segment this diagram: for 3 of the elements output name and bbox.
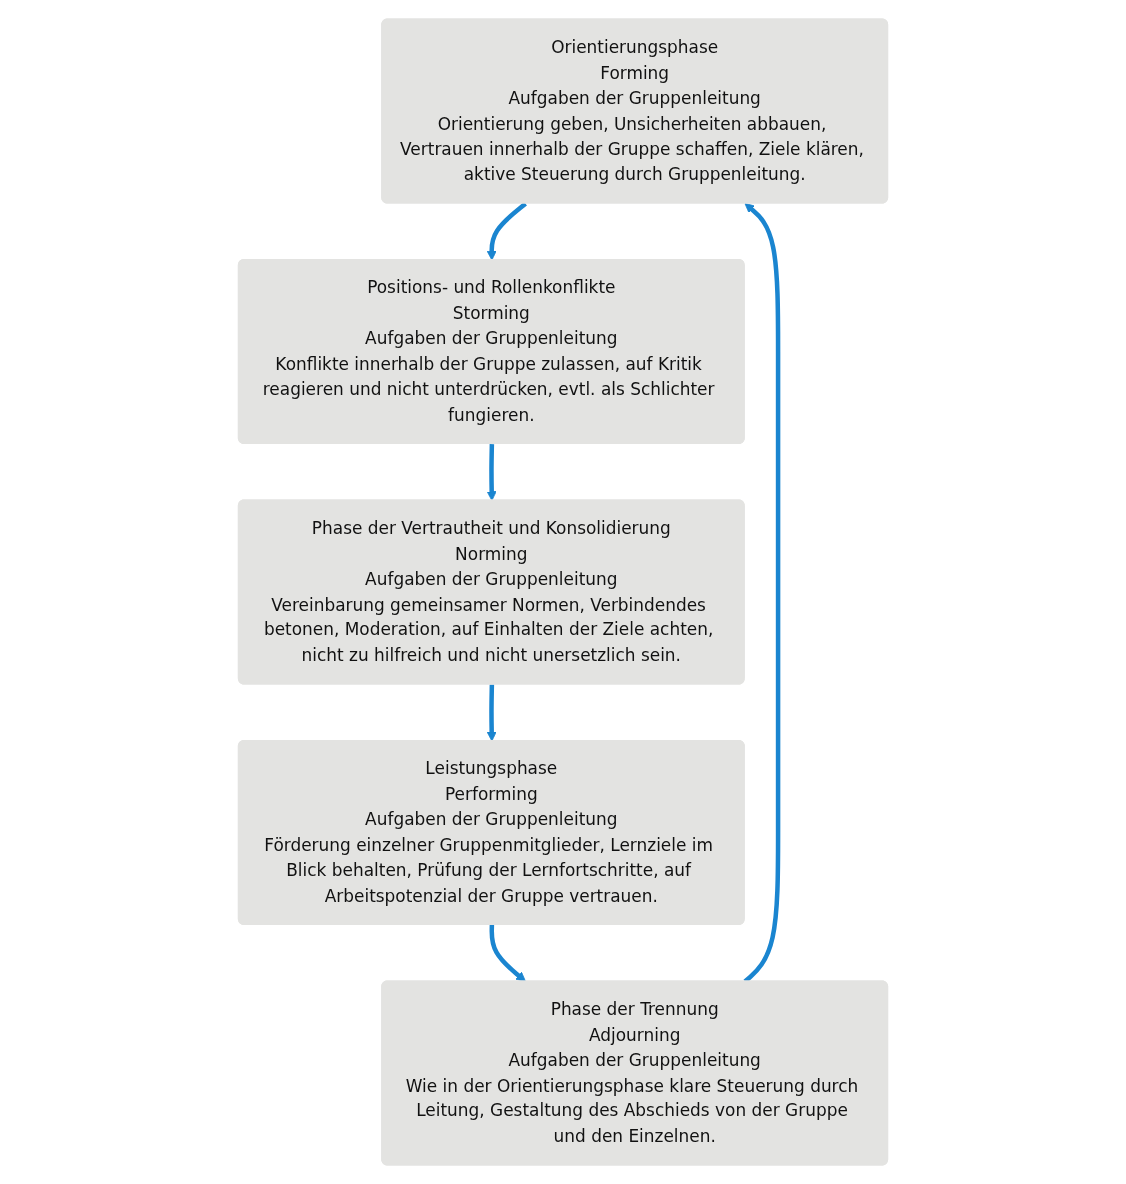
arrow xyxy=(486,684,497,742)
arrow xyxy=(486,444,497,501)
arrow xyxy=(489,925,526,982)
